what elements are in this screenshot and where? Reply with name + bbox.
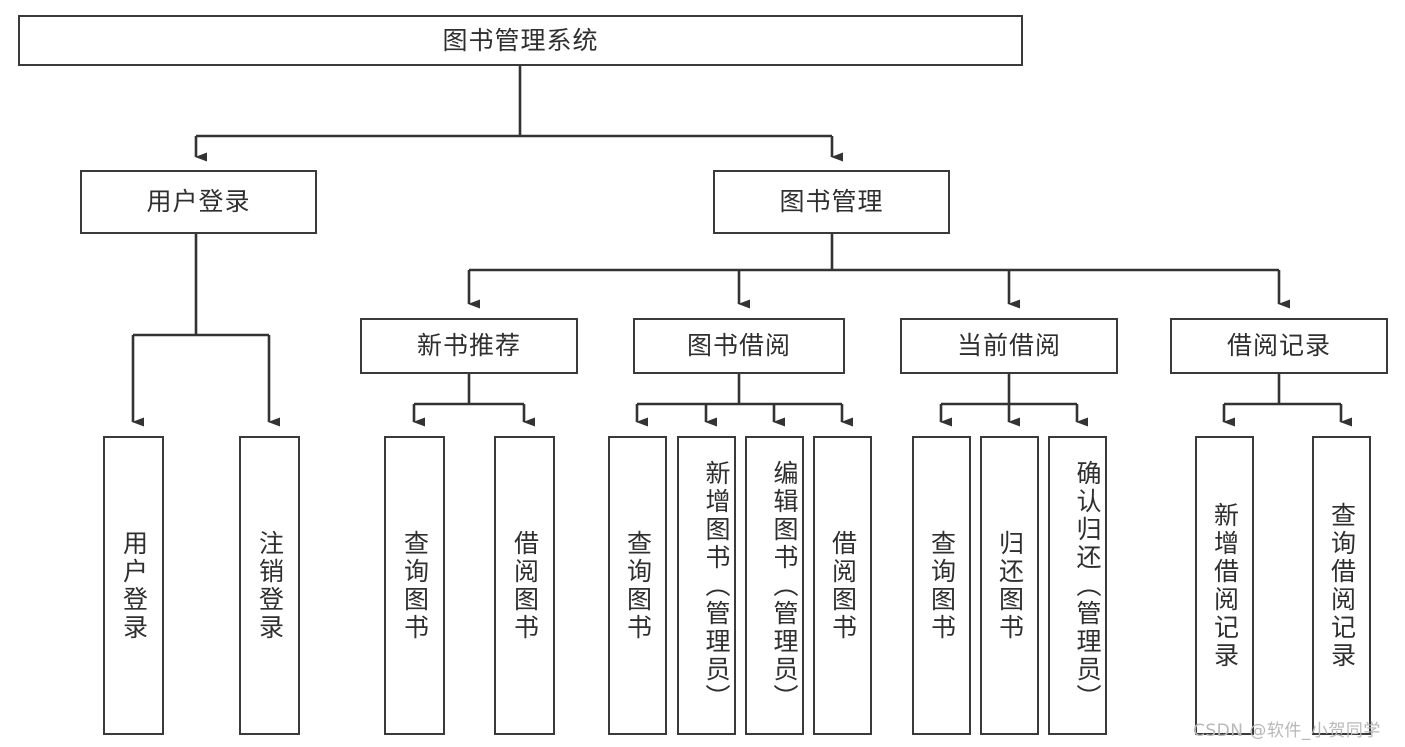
node-leaf-query-book-1[interactable]: 查询图书 <box>384 436 445 735</box>
node-root-label: 图书管理系统 <box>442 25 599 55</box>
node-borrow-record-label: 借阅记录 <box>1226 331 1331 360</box>
node-leaf-logout-label: 注销登录 <box>255 529 285 642</box>
node-leaf-query-record-label: 查询借阅记录 <box>1327 501 1357 670</box>
node-leaf-add-book-label: 新增图书（管理员） <box>702 459 731 712</box>
node-book-borrow-label: 图书借阅 <box>686 331 791 360</box>
node-leaf-return-book[interactable]: 归还图书 <box>980 436 1039 735</box>
node-leaf-query-book-1-label: 查询图书 <box>400 529 430 642</box>
node-leaf-edit-book[interactable]: 编辑图书（管理员） <box>745 436 804 735</box>
node-book-borrow[interactable]: 图书借阅 <box>633 318 845 374</box>
node-new-book-rec-label: 新书推荐 <box>416 331 521 360</box>
node-leaf-add-record-label: 新增借阅记录 <box>1210 501 1240 670</box>
node-leaf-confirm-return-label: 确认归还（管理员） <box>1073 459 1102 712</box>
node-leaf-add-record[interactable]: 新增借阅记录 <box>1195 436 1254 735</box>
node-leaf-borrow-book-2[interactable]: 借阅图书 <box>813 436 872 735</box>
node-leaf-borrow-book-2-label: 借阅图书 <box>828 529 858 642</box>
node-leaf-confirm-return[interactable]: 确认归还（管理员） <box>1048 436 1107 735</box>
node-leaf-query-book-3[interactable]: 查询图书 <box>912 436 971 735</box>
node-leaf-borrow-book-1-label: 借阅图书 <box>510 529 540 642</box>
node-leaf-query-record[interactable]: 查询借阅记录 <box>1312 436 1371 735</box>
node-user-login-label: 用户登录 <box>146 187 251 216</box>
node-current-borrow-label: 当前借阅 <box>956 331 1061 360</box>
node-leaf-user-login-label: 用户登录 <box>119 529 149 642</box>
csdn-watermark: CSDN @软件_小贺同学 <box>1193 721 1381 741</box>
node-new-book-rec[interactable]: 新书推荐 <box>360 318 578 374</box>
node-borrow-record[interactable]: 借阅记录 <box>1170 318 1388 374</box>
node-leaf-user-login[interactable]: 用户登录 <box>103 436 164 735</box>
node-leaf-borrow-book-1[interactable]: 借阅图书 <box>494 436 555 735</box>
node-book-manage-label: 图书管理 <box>779 187 884 216</box>
node-user-login[interactable]: 用户登录 <box>80 170 317 234</box>
node-leaf-logout[interactable]: 注销登录 <box>239 436 300 735</box>
node-leaf-query-book-3-label: 查询图书 <box>927 529 957 642</box>
node-current-borrow[interactable]: 当前借阅 <box>900 318 1118 374</box>
node-book-manage[interactable]: 图书管理 <box>713 170 950 234</box>
node-leaf-query-book-2[interactable]: 查询图书 <box>608 436 667 735</box>
node-leaf-edit-book-label: 编辑图书（管理员） <box>770 459 799 712</box>
node-leaf-add-book[interactable]: 新增图书（管理员） <box>677 436 736 735</box>
node-leaf-return-book-label: 归还图书 <box>995 529 1025 642</box>
node-leaf-query-book-2-label: 查询图书 <box>623 529 653 642</box>
node-root[interactable]: 图书管理系统 <box>18 15 1023 66</box>
